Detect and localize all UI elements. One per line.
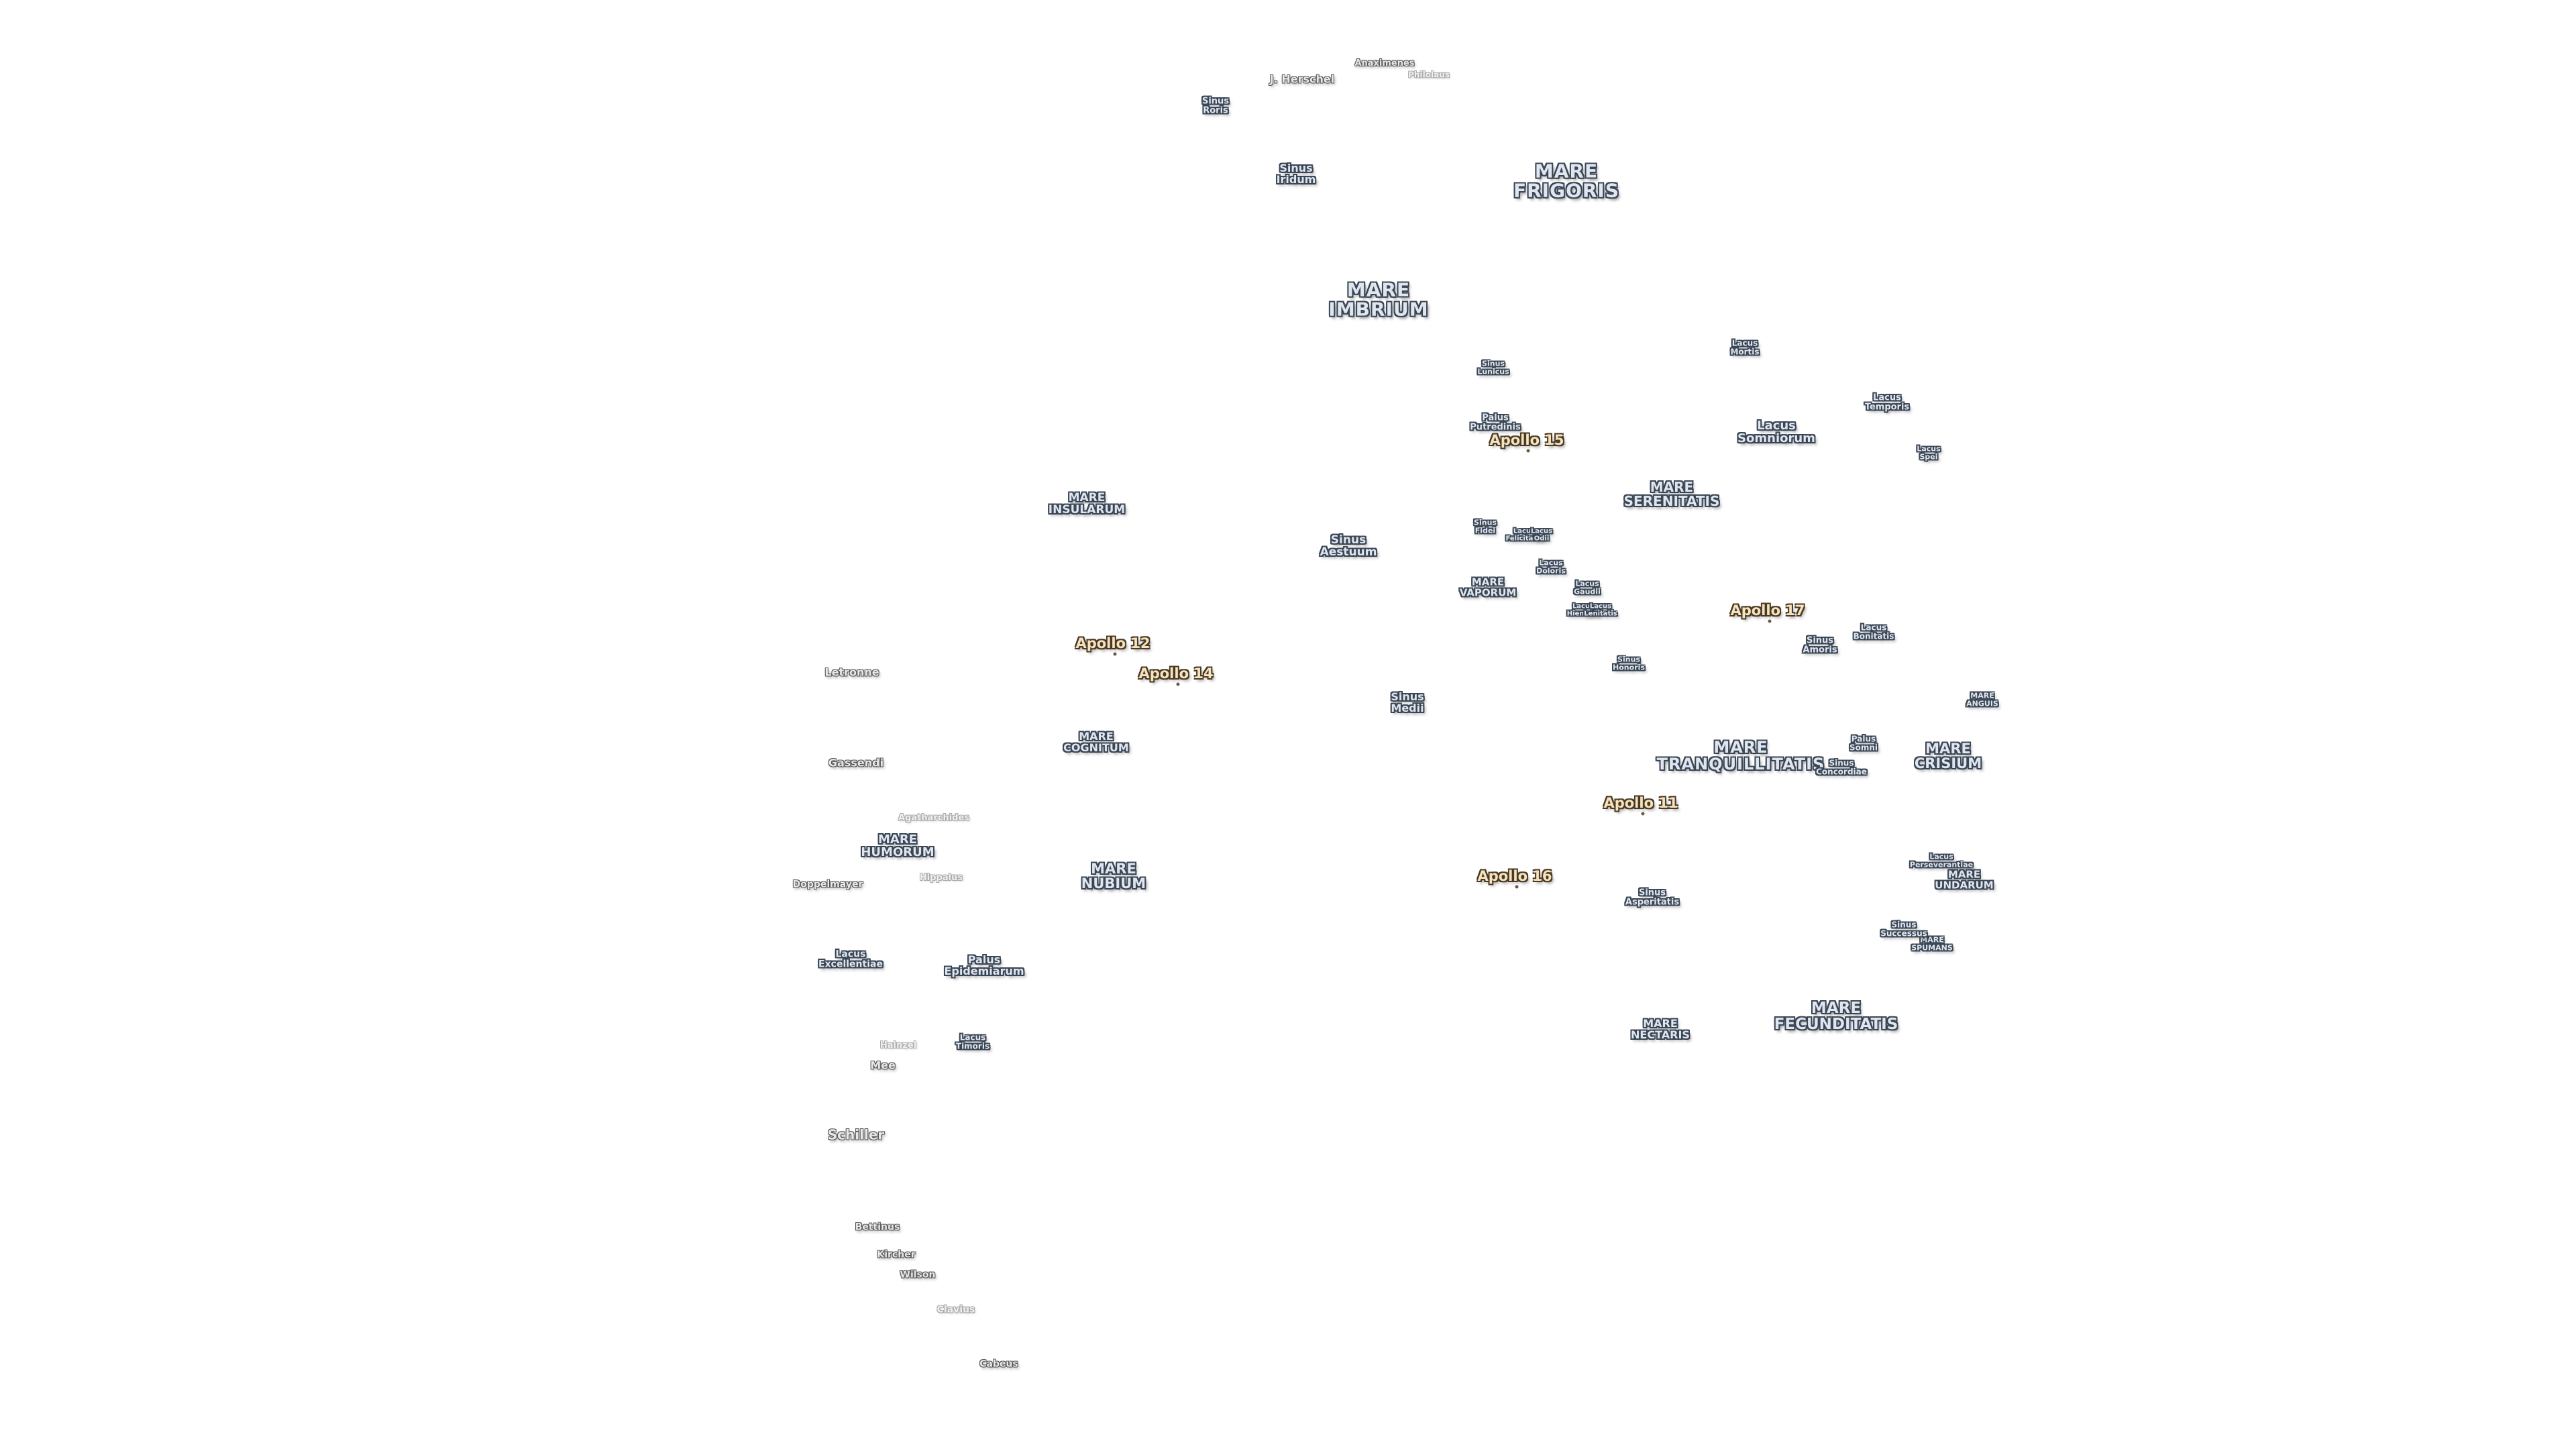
label-sinus-fidei: Sinus Fidei [1474, 518, 1497, 535]
label-lacus-bonitatis: Lacus Bonitatis [1853, 623, 1894, 641]
label-sinus-iridum: Sinus Iridum [1276, 162, 1316, 186]
label-lacus-doloris: Lacus Doloris [1536, 558, 1566, 575]
label-apollo-15: Apollo 15 [1489, 431, 1564, 448]
label-lacus-timoris: Lacus Timoris [955, 1032, 990, 1051]
label-lacus-perseverantiae: Lacus Perseverantiae [1909, 852, 1974, 869]
label-apollo-17: Apollo 17 [1730, 602, 1805, 619]
label-mare-nectaris: MARE NECTARIS [1631, 1017, 1690, 1041]
label-sinus-successus: Sinus Successus [1880, 920, 1927, 938]
label-palus-putredinis: Palus Putredinis [1470, 413, 1521, 432]
label-lacus-hiemalis: Lacus Hiemalis [1566, 602, 1600, 617]
site-marker-apollo-14 [1176, 682, 1180, 686]
site-marker-apollo-15 [1526, 449, 1530, 453]
label-lacus-excellentiae: Lacus Excellentiae [818, 949, 883, 969]
label-crater-mee: Mee [870, 1059, 896, 1072]
label-sinus-lunicus: Sinus Lunicus [1477, 359, 1509, 376]
label-mare-spumans: MARE SPUMANS [1911, 935, 1953, 952]
label-apollo-12: Apollo 12 [1075, 635, 1150, 651]
label-mare-undarum: MARE UNDARUM [1935, 868, 1994, 891]
label-crater-clavius: Clavius [936, 1304, 975, 1316]
label-crater-schiller: Schiller [827, 1126, 885, 1143]
label-lacus-lenitatis: Lacus Lenitatis [1584, 602, 1617, 617]
label-crater-hainzel: Hainzel [879, 1040, 917, 1051]
label-lacus-gaudii: Lacus Gaudii [1574, 579, 1601, 596]
label-lacus-spei: Lacus Spei [1917, 444, 1941, 461]
label-crater-letronne: Letronne [824, 665, 879, 679]
label-lacus-somniorum: Lacus Somniorum [1737, 419, 1815, 445]
label-mare-frigoris: MARE FRIGORIS [1513, 160, 1620, 202]
label-crater-philolaus: Philolaus [1408, 70, 1450, 80]
label-crater-wilson: Wilson [900, 1269, 936, 1281]
label-sinus-asperitatis: Sinus Asperitatis [1625, 888, 1680, 907]
label-sinus-amoris: Sinus Amoris [1803, 635, 1837, 655]
label-palus-somni: Palus Somni [1849, 734, 1878, 752]
label-crater-cabeus: Cabeus [979, 1358, 1018, 1370]
label-mare-nubium: MARE NUBIUM [1081, 860, 1146, 892]
label-crater-hippalus: Hippalus [919, 873, 963, 883]
label-mare-cognitum: MARE COGNITUM [1063, 730, 1129, 754]
label-crater-doppelmayer: Doppelmayer [792, 879, 863, 890]
label-mare-vaporum: MARE VAPORUM [1459, 576, 1517, 598]
label-sinus-medii: Sinus Medii [1391, 690, 1424, 714]
label-lacus-felicitatis: Lacus Felicitatis [1505, 527, 1543, 542]
label-crater-j-herschel: J. Herschel [1269, 72, 1335, 86]
site-marker-apollo-16 [1515, 885, 1519, 889]
label-crater-bettinus: Bettinus [855, 1222, 900, 1233]
label-lacus-mortis: Lacus Mortis [1730, 338, 1760, 356]
label-mare-serenitatis: MARE SERENITATIS [1623, 479, 1720, 509]
label-mare-imbrium: MARE IMBRIUM [1328, 278, 1429, 321]
label-mare-insularum: MARE INSULARUM [1048, 491, 1126, 517]
label-apollo-14: Apollo 14 [1138, 665, 1214, 682]
label-mare-anguis: MARE ANGUIS [1966, 691, 1998, 708]
label-crater-kircher: Kircher [877, 1249, 916, 1260]
label-sinus-roris: Sinus Roris [1201, 96, 1230, 115]
label-sinus-honoris: Sinus Honoris [1613, 655, 1645, 672]
label-palus-epidemiarum: Palus Epidemiarum [944, 953, 1024, 977]
label-sinus-aestuum: Sinus Aestuum [1320, 533, 1377, 559]
label-apollo-16: Apollo 16 [1477, 867, 1552, 884]
label-sinus-concordiae: Sinus Concordiae [1816, 758, 1867, 776]
site-marker-apollo-17 [1768, 619, 1772, 623]
label-crater-gassendi: Gassendi [828, 756, 884, 769]
label-lacus-odii: Lacus Odii [1530, 527, 1553, 542]
site-marker-apollo-12 [1113, 652, 1117, 656]
label-crater-anaximenes: Anaximenes [1354, 58, 1415, 69]
site-marker-apollo-11 [1641, 812, 1645, 816]
label-lacus-temporis: Lacus Temporis [1864, 392, 1910, 412]
label-mare-crisium: MARE CRISIUM [1914, 740, 1982, 771]
label-crater-agatharchides: Agatharchides [898, 813, 970, 824]
label-apollo-11: Apollo 11 [1603, 794, 1678, 811]
label-mare-humorum: MARE HUMORUM [861, 833, 934, 859]
label-mare-tranquillitatis: MARE TRANQUILLITATIS [1656, 737, 1825, 773]
label-mare-fecunditatis: MARE FECUNDITATIS [1774, 999, 1898, 1033]
